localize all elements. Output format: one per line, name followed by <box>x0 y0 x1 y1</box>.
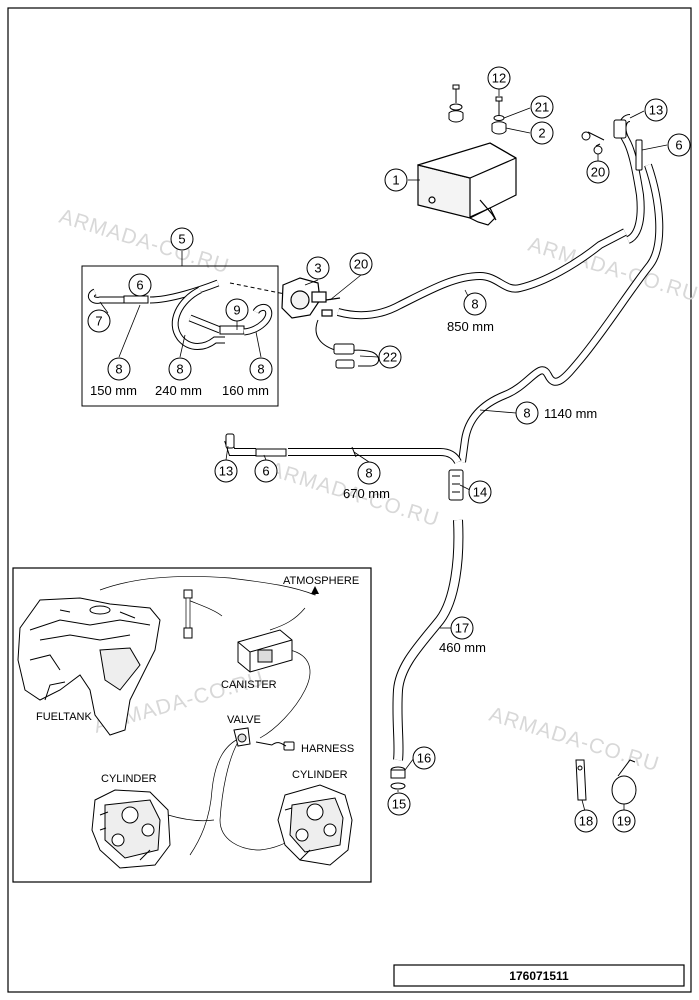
svg-text:2: 2 <box>538 126 545 141</box>
svg-text:8: 8 <box>471 297 478 312</box>
svg-text:8: 8 <box>365 466 372 481</box>
callout-8: 8 <box>463 292 487 316</box>
svg-text:14: 14 <box>473 485 487 500</box>
svg-text:7: 7 <box>95 314 102 329</box>
callout-6: 6 <box>128 273 152 297</box>
label-harness: HARNESS <box>301 743 354 755</box>
label-fueltank: FUELTANK <box>36 711 92 723</box>
label-valve: VALVE <box>227 714 261 726</box>
callout-8: 8 <box>107 357 131 381</box>
valve-part <box>281 277 341 319</box>
callout-1: 1 <box>384 168 408 192</box>
clamp-bottom <box>390 766 406 790</box>
dim-150: 150 mm <box>90 383 137 398</box>
canister-part <box>417 142 517 226</box>
label-cylinder-left: CYLINDER <box>101 773 157 785</box>
callout-16: 16 <box>412 746 436 770</box>
coupler-part <box>225 433 464 501</box>
dim-1140: 1140 mm <box>544 406 597 421</box>
svg-text:20: 20 <box>591 165 605 180</box>
callout-7: 7 <box>87 309 111 333</box>
svg-text:8: 8 <box>523 406 530 421</box>
bracket-part <box>575 759 637 805</box>
label-canister: CANISTER <box>221 679 277 691</box>
callout-8: 8 <box>249 357 273 381</box>
dim-160: 160 mm <box>222 383 269 398</box>
callout-22: 22 <box>378 345 402 369</box>
valve-illustration <box>233 727 295 751</box>
svg-text:6: 6 <box>136 278 143 293</box>
svg-text:3: 3 <box>314 261 321 276</box>
bolt-part <box>448 84 507 135</box>
svg-text:1: 1 <box>392 173 399 188</box>
watermark: ARMADA-CO.RU <box>526 233 699 307</box>
callout-13: 13 <box>644 98 668 122</box>
callout-8: 8 <box>515 401 539 425</box>
schematic-inset <box>12 567 372 883</box>
diagram-frame <box>7 7 692 993</box>
callout-6: 6 <box>667 133 691 157</box>
svg-text:19: 19 <box>617 814 631 829</box>
cylinder-left-illustration <box>91 789 171 869</box>
watermark: ARMADA-CO.RU <box>487 703 663 777</box>
svg-text:18: 18 <box>579 814 593 829</box>
callout-20: 20 <box>586 160 610 184</box>
callout-8: 8 <box>168 357 192 381</box>
hose-kit-box <box>81 265 279 407</box>
callout-8: 8 <box>357 461 381 485</box>
svg-text:6: 6 <box>262 464 269 479</box>
svg-text:8: 8 <box>176 362 183 377</box>
canister-illustration <box>237 629 293 673</box>
callouts: 1 12 21 2 13 6 20 3 20 22 5 6 7 9 8 8 8 … <box>87 66 691 833</box>
callout-13: 13 <box>214 459 238 483</box>
fuel-tank-illustration <box>17 597 161 736</box>
dimension-labels: 850 mm 1140 mm 670 mm 460 mm 150 mm 240 … <box>90 319 597 655</box>
dim-670: 670 mm <box>343 486 390 501</box>
drawing-number: 176071511 <box>509 969 569 983</box>
svg-text:16: 16 <box>417 751 431 766</box>
callout-18: 18 <box>574 809 598 833</box>
watermark: ARMADA-CO.RU <box>57 205 233 279</box>
svg-text:12: 12 <box>492 71 506 86</box>
callout-15: 15 <box>387 792 411 816</box>
svg-text:15: 15 <box>392 797 406 812</box>
callout-9: 9 <box>225 298 249 322</box>
svg-text:21: 21 <box>535 100 549 115</box>
callout-5: 5 <box>170 227 194 251</box>
callout-6: 6 <box>254 459 278 483</box>
schematic: ATMOSPHERE CANISTER FUELTANK VALVE HARNE… <box>17 575 359 869</box>
dim-460: 460 mm <box>439 640 486 655</box>
svg-text:6: 6 <box>675 138 682 153</box>
atmosphere-arrow <box>311 586 319 594</box>
svg-text:13: 13 <box>649 103 663 118</box>
hoses <box>224 114 664 761</box>
dim-850: 850 mm <box>447 319 494 334</box>
svg-text:8: 8 <box>115 362 122 377</box>
svg-text:17: 17 <box>455 621 469 636</box>
callout-12: 12 <box>487 66 511 90</box>
svg-text:20: 20 <box>354 257 368 272</box>
svg-text:13: 13 <box>219 464 233 479</box>
svg-text:9: 9 <box>233 303 240 318</box>
callout-17: 17 <box>450 616 474 640</box>
callout-19: 19 <box>612 809 636 833</box>
callout-21: 21 <box>530 95 554 119</box>
callout-2: 2 <box>530 121 554 145</box>
hose-kit <box>87 279 273 350</box>
harness-part <box>315 319 379 369</box>
label-atmosphere: ATMOSPHERE <box>283 575 359 587</box>
svg-text:22: 22 <box>383 350 397 365</box>
callout-3: 3 <box>306 256 330 280</box>
dim-240: 240 mm <box>155 383 202 398</box>
label-cylinder-right: CYLINDER <box>292 769 348 781</box>
svg-text:5: 5 <box>178 232 185 247</box>
drawing-number-box <box>393 964 685 987</box>
cylinder-right-illustration <box>277 784 353 866</box>
callout-14: 14 <box>468 480 492 504</box>
callout-20: 20 <box>349 252 373 276</box>
svg-text:8: 8 <box>257 362 264 377</box>
